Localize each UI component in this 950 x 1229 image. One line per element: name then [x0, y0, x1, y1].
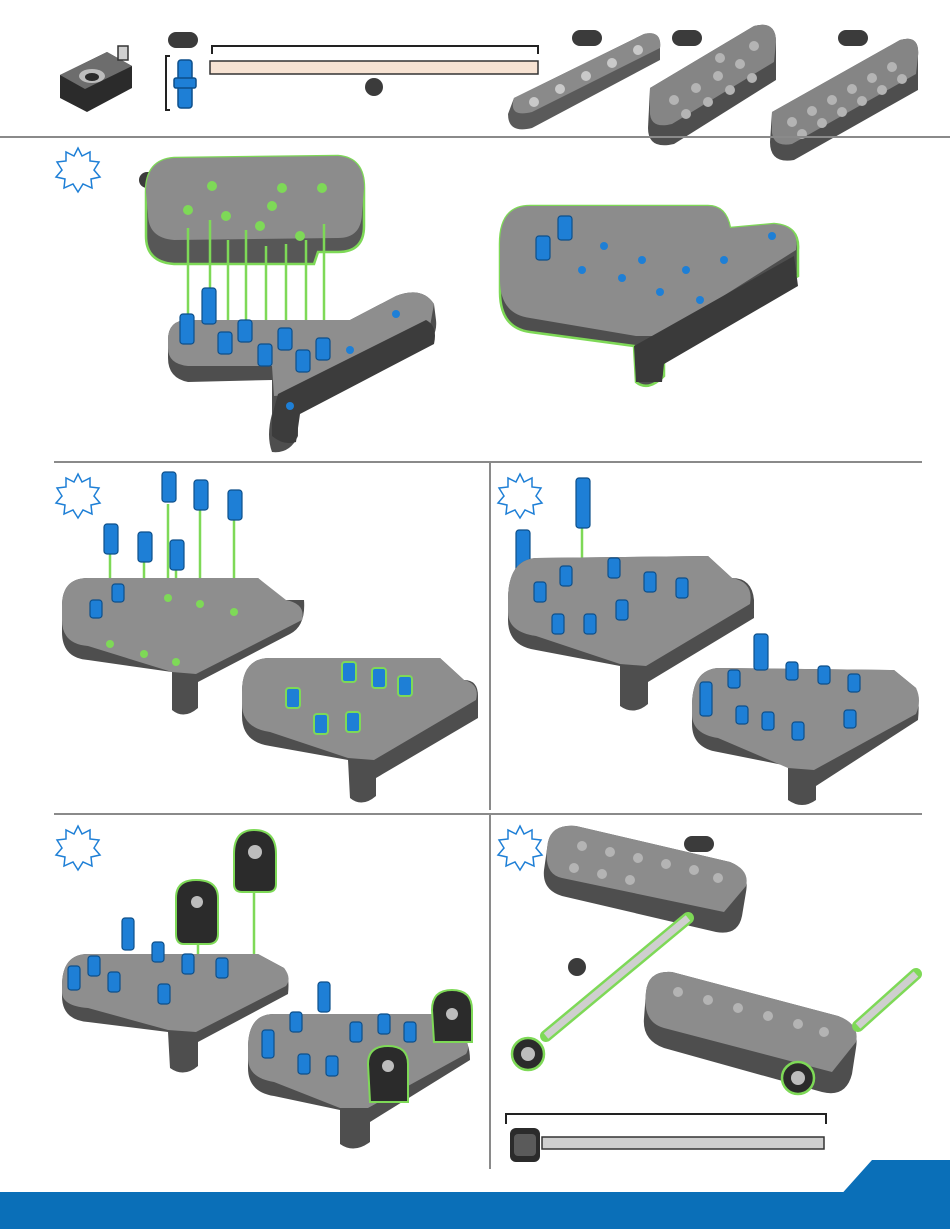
shaft-length-marker — [365, 78, 383, 96]
standoff-icon — [162, 54, 206, 114]
section-divider — [54, 813, 922, 815]
page-footer-bar — [0, 1192, 950, 1229]
beam-1x5-icon — [502, 28, 664, 136]
section-divider — [0, 136, 950, 138]
shaft-collar-icon — [52, 40, 138, 115]
column-divider — [489, 462, 491, 810]
step-4-assembly — [58, 826, 484, 1162]
base-assembly — [160, 286, 450, 458]
section-divider — [54, 461, 922, 463]
step-2-assembly — [58, 466, 482, 812]
assembled-result — [494, 196, 804, 394]
step-5-assembly — [502, 822, 922, 1102]
step-burst-icon — [54, 146, 102, 194]
shaft-icon — [208, 44, 544, 78]
shaft-length-guide — [502, 1110, 832, 1170]
step-3-assembly — [504, 474, 924, 810]
plate-2x6-icon — [766, 34, 922, 164]
column-divider — [489, 814, 491, 1169]
part-count-badge — [168, 32, 198, 48]
plate-2x4-icon — [644, 22, 780, 150]
